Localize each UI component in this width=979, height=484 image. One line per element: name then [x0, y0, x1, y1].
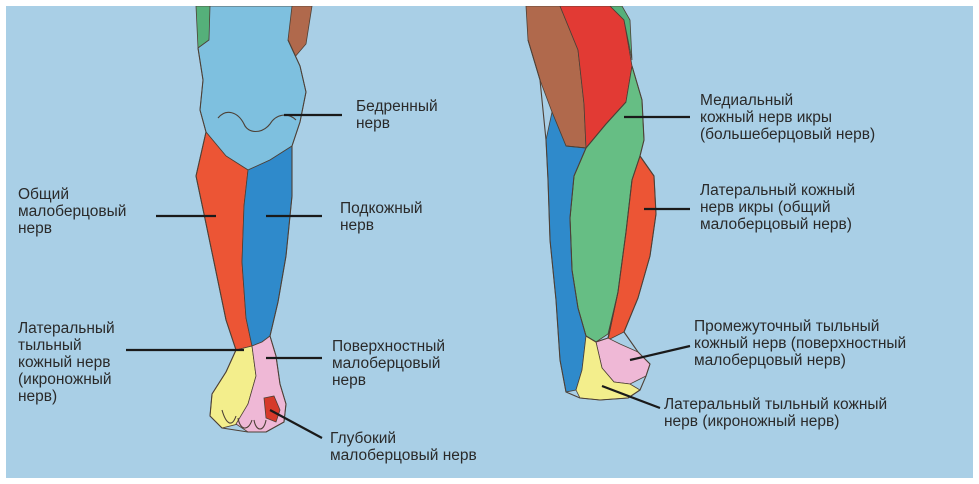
posterior-leg — [526, 6, 656, 400]
superficial-peroneal-nerve-label: Поверхностный малоберцовый нерв — [332, 338, 445, 389]
common-peroneal-nerve-label: Общий малоберцовый нерв — [18, 186, 126, 237]
lateral-dorsal-cutaneous-nerve-label-anterior: Латеральный тыльный кожный нерв (икронож… — [18, 320, 115, 405]
intermediate-dorsal-cutaneous-nerve-label: Промежуточный тыльный кожный нерв (повер… — [694, 318, 906, 369]
deep-peroneal-nerve-label: Глубокий малоберцовый нерв — [330, 430, 477, 464]
saphenous-zone — [242, 146, 292, 346]
lateral-sural-cutaneous-nerve-label: Латеральный кожный нерв икры (общий мало… — [700, 182, 855, 233]
saphenous-nerve-label: Подкожный нерв — [340, 200, 423, 234]
femoral-nerve-label: Бедренный нерв — [356, 98, 438, 132]
lateral-dorsal-cutaneous-nerve-label-posterior: Латеральный тыльный кожный нерв (икронож… — [664, 396, 887, 430]
medial-sural-cutaneous-nerve-label: Медиальный кожный нерв икры (большеберцо… — [700, 92, 875, 143]
anterior-leg — [196, 6, 312, 432]
